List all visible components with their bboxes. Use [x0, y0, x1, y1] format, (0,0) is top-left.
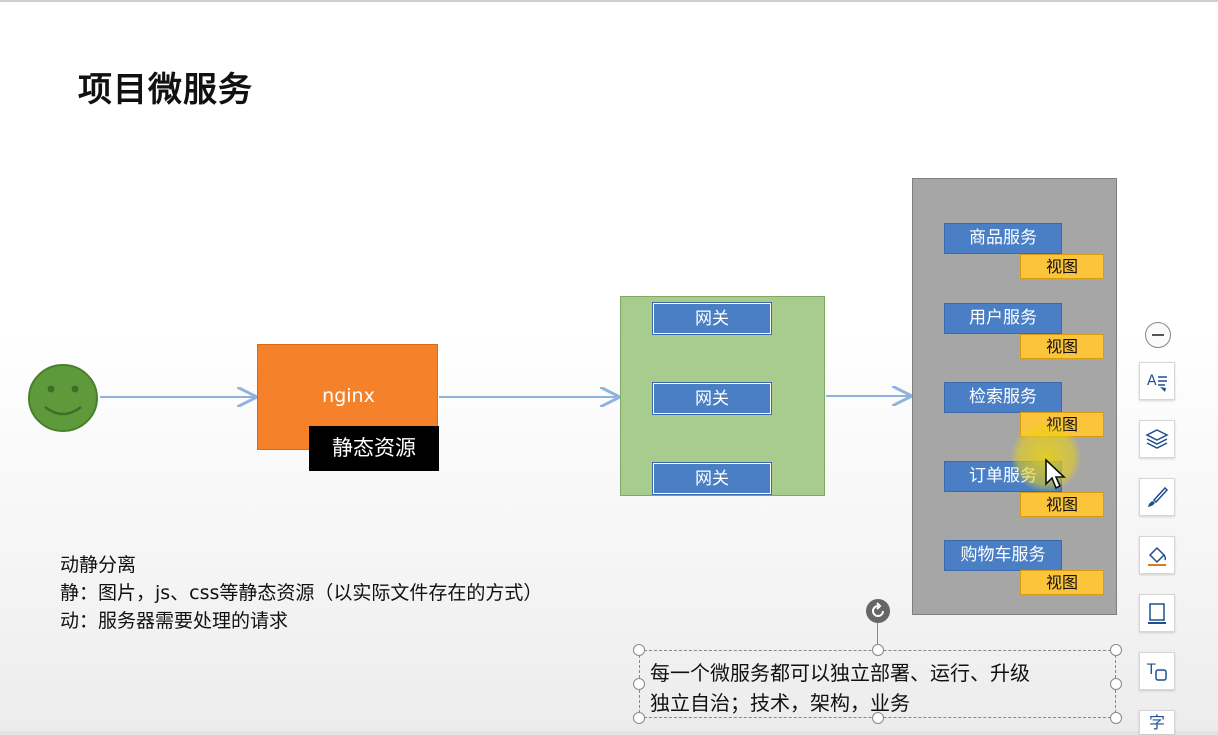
svg-text:T: T — [1146, 662, 1156, 678]
resize-handle[interactable] — [872, 712, 884, 724]
textbox-line: 独立自治；技术，架构，业务 — [650, 691, 910, 715]
resize-handle[interactable] — [1110, 678, 1122, 690]
gateway-item[interactable]: 网关 — [652, 302, 772, 335]
note-line: 动：服务器需要处理的请求 — [60, 610, 289, 632]
resize-handle[interactable] — [872, 644, 884, 656]
more-icon[interactable]: 字 — [1139, 710, 1175, 734]
rotate-stem — [877, 623, 878, 650]
rotate-handle-icon[interactable] — [866, 599, 890, 623]
text-format-icon[interactable]: A — [1139, 362, 1175, 400]
services-cluster[interactable]: 商品服务 视图 用户服务 视图 检索服务 视图 订单服务 视图 购物车服务 视图 — [912, 178, 1117, 615]
brush-icon[interactable] — [1139, 478, 1175, 516]
mouse-cursor-icon — [1045, 458, 1066, 490]
resize-handle[interactable] — [1110, 712, 1122, 724]
selected-text-box[interactable]: 每一个微服务都可以独立部署、运行、升级 独立自治；技术，架构，业务 — [639, 650, 1116, 718]
service-product[interactable]: 商品服务 — [944, 223, 1062, 254]
service-search[interactable]: 检索服务 — [944, 382, 1062, 413]
gateway-item[interactable]: 网关 — [652, 382, 772, 415]
resize-handle[interactable] — [633, 678, 645, 690]
notes-text[interactable]: 动静分离 静：图片，js、css等静态资源（以实际文件存在的方式） 动：服务器需… — [60, 551, 542, 635]
service-user-view[interactable]: 视图 — [1020, 334, 1104, 359]
service-product-view[interactable]: 视图 — [1020, 254, 1104, 279]
resize-handle[interactable] — [633, 712, 645, 724]
user-smiley-icon[interactable] — [27, 363, 99, 433]
gateway-cluster[interactable]: 网关 网关 网关 — [620, 296, 825, 496]
note-line: 动静分离 — [60, 554, 137, 576]
service-cart[interactable]: 购物车服务 — [944, 540, 1062, 571]
slide-title[interactable]: 项目微服务 — [78, 70, 253, 110]
gateway-item[interactable]: 网关 — [652, 462, 772, 495]
more-label: 字 — [1148, 712, 1165, 732]
layers-icon[interactable] — [1139, 420, 1175, 458]
textbox-line: 每一个微服务都可以独立部署、运行、升级 — [650, 661, 1030, 685]
resize-handle[interactable] — [633, 644, 645, 656]
resize-handle[interactable] — [1110, 644, 1122, 656]
text-box-icon[interactable]: T — [1139, 652, 1175, 690]
service-cart-view[interactable]: 视图 — [1020, 570, 1104, 595]
collapse-toolbar-icon[interactable] — [1145, 322, 1171, 348]
service-order-view[interactable]: 视图 — [1020, 492, 1104, 517]
fill-icon[interactable] — [1139, 536, 1175, 574]
service-user[interactable]: 用户服务 — [944, 303, 1062, 334]
static-resources-box[interactable]: 静态资源 — [309, 426, 439, 471]
nginx-label: nginx — [322, 385, 375, 407]
note-line: 静：图片，js、css等静态资源（以实际文件存在的方式） — [60, 582, 543, 604]
svg-text:A: A — [1147, 373, 1157, 389]
border-icon[interactable] — [1139, 594, 1175, 632]
